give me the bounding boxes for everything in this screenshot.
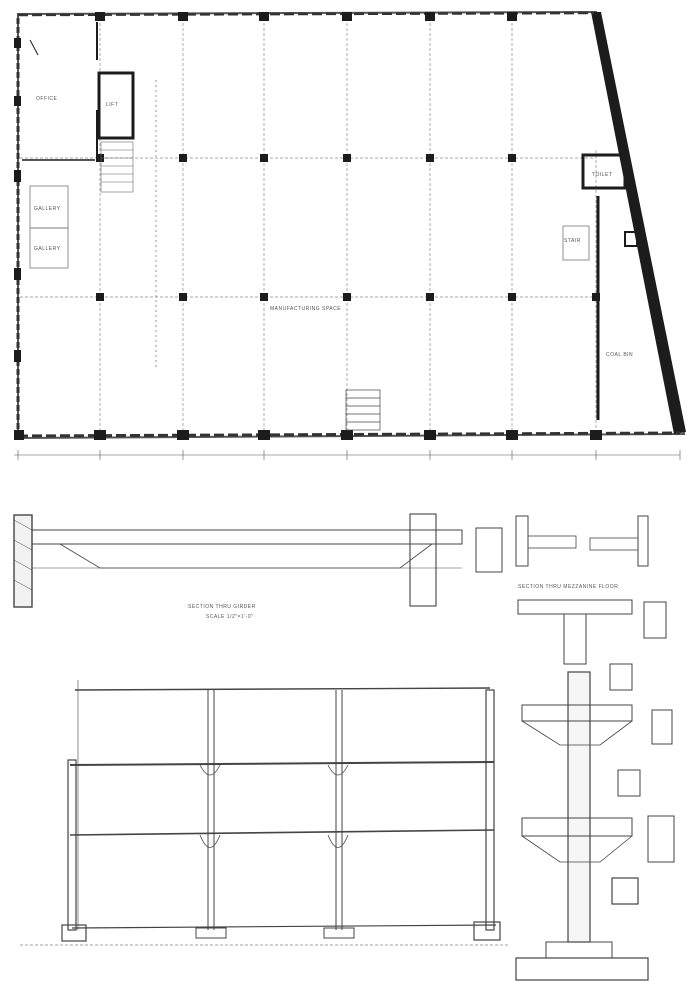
building-section bbox=[20, 680, 510, 946]
plan-stair bbox=[100, 141, 134, 193]
toilet-room bbox=[581, 153, 627, 190]
floor-plan bbox=[14, 10, 686, 460]
room-label-gallery-2: GALLERY bbox=[34, 246, 61, 252]
room-label-coal-bin: COAL BIN bbox=[606, 352, 634, 358]
office-partition bbox=[22, 22, 98, 161]
central-stair bbox=[345, 389, 381, 431]
lift-shaft bbox=[97, 71, 135, 140]
room-label-main-floor: MANUFACTURING SPACE bbox=[270, 306, 342, 312]
column-details bbox=[515, 599, 675, 981]
column-detail-caption: SECTION THRU MEZZANINE FLOOR bbox=[518, 584, 619, 590]
plan-dimension-line bbox=[14, 80, 681, 460]
gallery-box-2 bbox=[29, 227, 69, 269]
room-label-gallery-1: GALLERY bbox=[34, 206, 61, 212]
room-label-stair: STAIR bbox=[564, 238, 581, 244]
room-label-office: OFFICE bbox=[36, 96, 58, 102]
stair-room bbox=[562, 225, 590, 261]
room-label-toilet: TOILET bbox=[592, 172, 613, 178]
girder-detail bbox=[13, 513, 649, 608]
room-label-lift: LIFT bbox=[106, 102, 119, 108]
plan-columns bbox=[14, 12, 602, 440]
girder-detail-caption: SECTION THRU GIRDER bbox=[188, 604, 256, 610]
girder-detail-scale: SCALE 1/2"=1'-0" bbox=[206, 614, 254, 620]
plan-east-wall bbox=[591, 12, 686, 434]
